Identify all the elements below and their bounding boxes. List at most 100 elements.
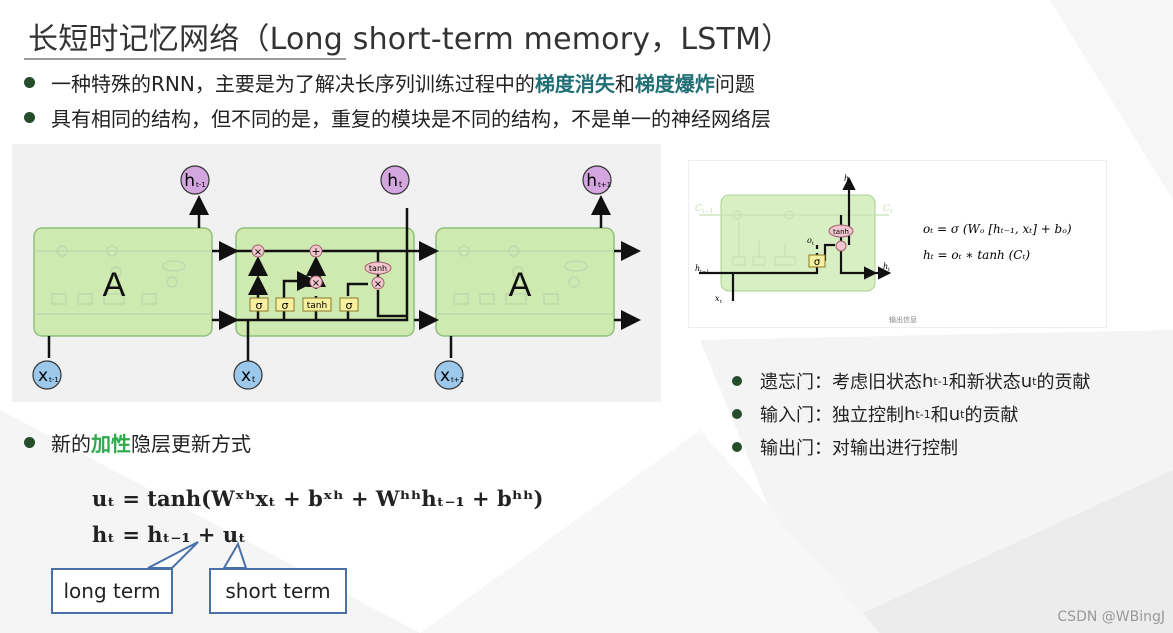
node-label: h xyxy=(387,171,398,191)
tanh-op xyxy=(364,261,392,275)
x-in-sub: t xyxy=(720,299,722,305)
title-underline xyxy=(24,58,346,60)
cell-label-left: A xyxy=(103,266,126,304)
bullet-dot xyxy=(732,376,742,386)
diagram-caption: 输出信息 xyxy=(889,315,917,324)
o-label-sub: t xyxy=(812,241,814,247)
page-title: 长短时记忆网络（Long short-term memory，LSTM） xyxy=(28,22,792,57)
gate-output-sigma xyxy=(808,254,826,268)
h-prev-sub: t−1 xyxy=(700,269,709,275)
bullet-rnn-purpose: 一种特殊的RNN，主要是为了解决长序列训练过程中的梯度消失和梯度爆炸问题 xyxy=(24,68,755,97)
h-top-label: h xyxy=(844,174,849,183)
gate-var: u xyxy=(948,403,961,425)
lstm-cell-faded xyxy=(720,194,876,292)
gate-label: tanh xyxy=(307,301,327,311)
c-next-sub: t xyxy=(890,208,893,215)
cell-label-right: A xyxy=(509,266,532,304)
op-label: × xyxy=(254,247,262,258)
lstm-cell-left xyxy=(33,227,213,337)
gate-forget xyxy=(249,297,269,312)
gate-input xyxy=(275,297,295,312)
o-label: o xyxy=(807,236,812,245)
add-op xyxy=(309,244,323,258)
gate-var-sub: t-1 xyxy=(915,407,931,421)
gate-var-sub: t xyxy=(1032,374,1037,388)
gate-text: 和 xyxy=(930,405,949,426)
node-label: x xyxy=(241,366,251,386)
bullet-dot xyxy=(24,77,35,88)
output-gate-equation: oₜ = σ (Wₒ [hₜ₋₁, xₜ] + bₒ) xyxy=(923,222,1072,236)
callout-short-term: short term xyxy=(209,568,347,614)
x-node-next xyxy=(434,360,464,390)
gate-text: 和新状态 xyxy=(948,372,1021,393)
hidden-state-equation: hₜ = oₜ ∗ tanh (Cₜ) xyxy=(923,248,1030,262)
h-out-label: h xyxy=(883,262,888,271)
gate-candidate xyxy=(302,297,332,312)
gate-text: 的贡献 xyxy=(964,405,1019,426)
bullet-text: 隐层更新方式 xyxy=(131,432,251,456)
gate-output xyxy=(339,297,359,312)
node-label-sub: t xyxy=(399,180,402,189)
node-label: h xyxy=(184,171,195,191)
node-label-sub: t xyxy=(252,375,255,384)
op-label: × xyxy=(374,279,382,290)
x-node-cur xyxy=(233,360,263,390)
node-label-sub: t-1 xyxy=(49,376,59,384)
h-node-prev xyxy=(180,165,210,195)
gate-label: σ xyxy=(814,257,821,268)
bullet-structure: 具有相同的结构，但不同的是，重复的模块是不同的结构，不是单一的神经网络层 xyxy=(24,103,771,132)
mul-op-output xyxy=(371,276,385,290)
keyword-vanishing-gradient: 梯度消失 xyxy=(534,72,615,96)
bullet-dot xyxy=(24,437,35,448)
gate-text: 的贡献 xyxy=(1036,372,1091,393)
gate-var-sub: t xyxy=(960,407,965,421)
lstm-chain-diagram: A A xyxy=(12,144,661,402)
h-top-sub: t xyxy=(849,179,851,185)
op-label: × xyxy=(312,278,320,289)
node-label: h xyxy=(586,171,597,191)
h-node-cur xyxy=(380,165,410,195)
mul-op-forget xyxy=(251,244,265,258)
tanh-op xyxy=(828,224,854,238)
keyword-additive: 加性 xyxy=(91,432,131,456)
mul-op-input xyxy=(309,275,323,289)
node-label: x xyxy=(440,366,450,386)
h-out-sub: t xyxy=(888,267,890,273)
gate-label: σ xyxy=(256,299,263,312)
bullet-dot xyxy=(732,442,742,452)
h-prev-label: h xyxy=(695,264,700,273)
lstm-chain-svg: A A xyxy=(32,165,641,390)
node-label-sub: t-1 xyxy=(196,181,206,189)
gate-var: u xyxy=(1020,370,1033,392)
op-label: tanh xyxy=(833,228,849,236)
bullet-text: 和 xyxy=(614,72,635,96)
output-gate-svg: C t−1 C t σ tanh h t h t−1 h t x t o t xyxy=(695,174,1072,324)
gate-text: 输出门：对输出进行控制 xyxy=(760,438,958,459)
node-label: x xyxy=(38,366,48,386)
h-node-next xyxy=(582,165,612,195)
gate-var: h xyxy=(922,370,934,392)
gate-text: 输入门：独立控制 xyxy=(760,405,904,426)
gate-label: σ xyxy=(346,299,353,312)
node-label-sub: t+1 xyxy=(598,181,611,189)
bullet-text: 一种特殊的RNN，主要是为了解决长序列训练过程中的 xyxy=(51,72,535,96)
x-in-label: x xyxy=(715,294,720,303)
output-gate-diagram: C t−1 C t σ tanh h t h t−1 h t x t o t xyxy=(688,160,1107,328)
formula-h: hₜ = hₜ₋₁ + uₜ xyxy=(92,522,246,547)
bullet-text: 问题 xyxy=(714,72,755,96)
c-next-label: C xyxy=(883,204,890,214)
node-label-sub: t+1 xyxy=(451,376,464,384)
mul-op xyxy=(835,240,847,252)
formula-u: uₜ = tanh(Wˣʰxₜ + bˣʰ + Wʰʰhₜ₋₁ + bʰʰ) xyxy=(92,486,544,511)
op-label: + xyxy=(311,245,320,258)
bullet-additive-update: 新的加性隐层更新方式 xyxy=(24,428,251,457)
gate-var-sub: t-1 xyxy=(933,374,949,388)
bullet-text: 新的 xyxy=(51,432,91,456)
bullet-text: 具有相同的结构，但不同的是，重复的模块是不同的结构，不是单一的神经网络层 xyxy=(51,107,771,131)
lstm-cell-right xyxy=(435,227,615,337)
bullet-dot xyxy=(24,112,35,123)
keyword-exploding-gradient: 梯度爆炸 xyxy=(634,72,715,96)
gate-text: 遗忘门：考虑旧状态 xyxy=(760,372,922,393)
